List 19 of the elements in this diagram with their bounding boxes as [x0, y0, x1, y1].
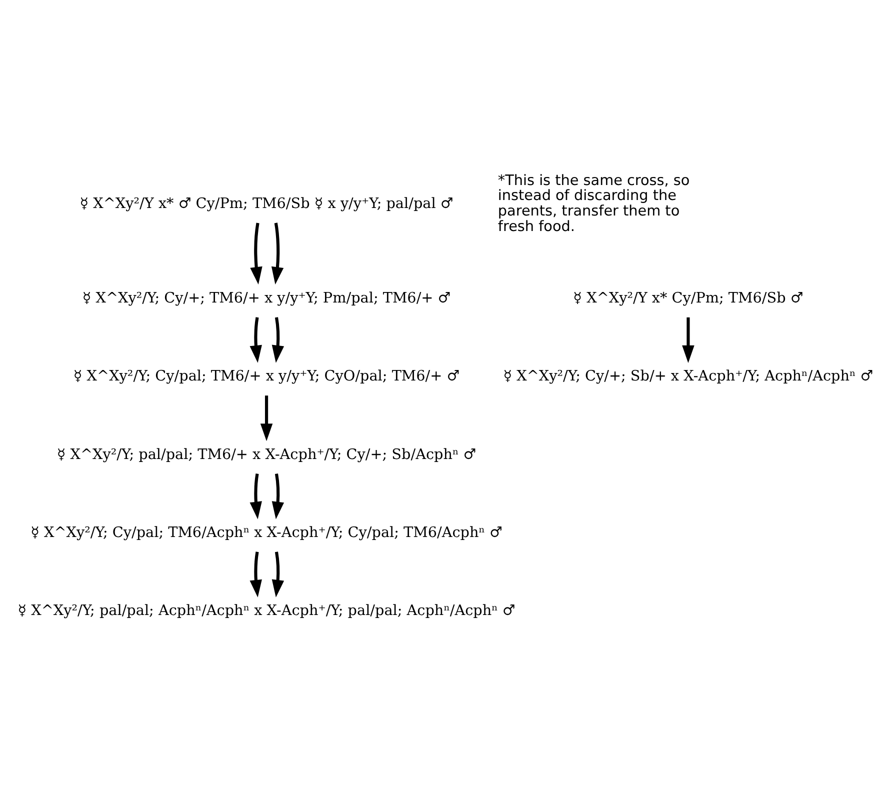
node-text: ☿ X^Xy²/Y; Cy/+; Sb/+ x X-Acph⁺/Y; Acphⁿ/Acphⁿ ♂	[503, 368, 874, 385]
arrow	[271, 222, 284, 284]
node-text: ☿ X^Xy²/Y; pal/pal; TM6/+ x X-Acph⁺/Y; Cy/+; Sb/Acphⁿ ♂	[56, 446, 476, 463]
arrow	[250, 222, 262, 285]
node-text: ☿ X^Xy²/Y; pal/pal; Acphⁿ/Acphⁿ x X-Acph⁺/Y; pal/pal; Acphⁿ/Acphⁿ ♂	[18, 603, 516, 620]
arrow	[250, 473, 262, 520]
arrow	[250, 317, 262, 363]
label: *This is the same cross, so instead of discarding the parents, transfer them to fresh food.	[498, 172, 690, 236]
node-text: ☿ X^Xy²/Y; Cy/pal; TM6/+ x y/y⁺Y; CyO/pal; TM6/+ ♂	[73, 368, 460, 385]
node-text: ☿ X^Xy²/Y; Cy/pal; TM6/Acphⁿ x X-Acph⁺/Y; Cy/pal; TM6/Acphⁿ ♂	[30, 525, 502, 542]
node-text: ☿ X^Xy²/Y x* ♂ Cy/Pm; TM6/Sb ☿ x y/y⁺Y; pal/pal ♂	[80, 196, 454, 212]
arrow	[260, 396, 273, 442]
arrow	[250, 552, 262, 598]
node-text: ☿ X^Xy²/Y; Cy/+; TM6/+ x y/y⁺Y; Pm/pal; TM6/+ ♂	[82, 290, 451, 307]
arrow	[682, 317, 694, 363]
arrow	[272, 317, 284, 363]
arrow	[272, 552, 284, 598]
node-text: ☿ X^Xy²/Y x* Cy/Pm; TM6/Sb ♂	[573, 290, 804, 307]
arrow	[272, 473, 284, 520]
